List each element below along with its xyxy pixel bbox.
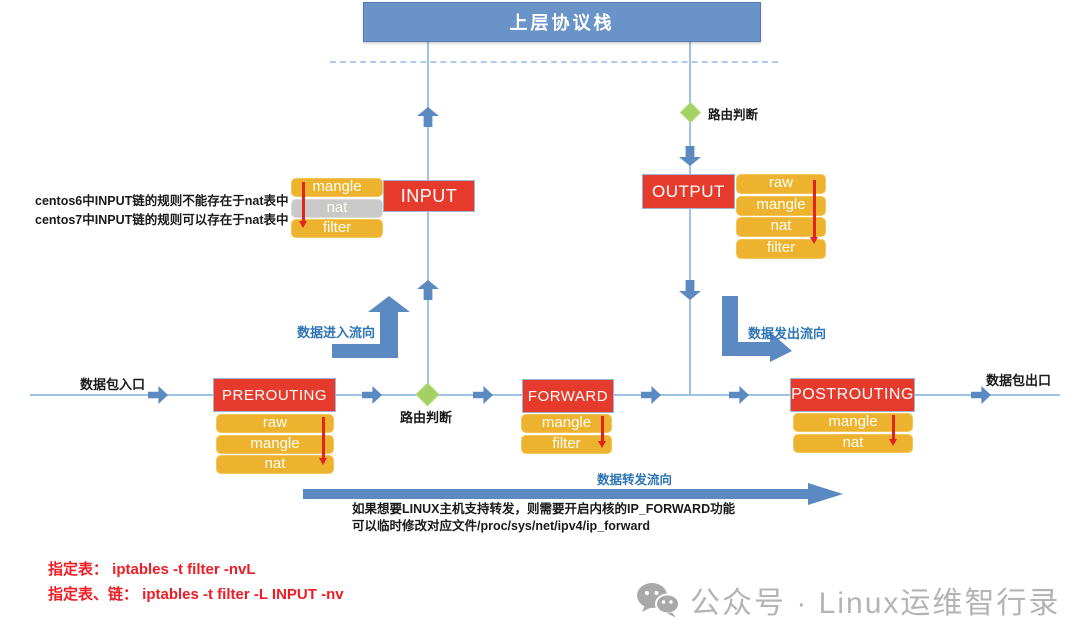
flow-out-elbow-arrow-icon bbox=[722, 296, 792, 362]
kernel-boundary-dashed-line bbox=[330, 61, 778, 63]
flow-forward-label: 数据转发流向 bbox=[597, 473, 673, 487]
input-chain-label: INPUT bbox=[400, 185, 458, 206]
input-table-order-arrow-icon bbox=[299, 182, 306, 228]
route-decision-diamond-top bbox=[679, 101, 702, 124]
forward-tables-stack: mangle filter bbox=[521, 414, 612, 454]
table-row: filter bbox=[291, 219, 383, 238]
arrow-right-icon bbox=[729, 386, 749, 404]
prerouting-chain-box: PREROUTING bbox=[213, 378, 336, 412]
wechat-icon bbox=[637, 583, 680, 618]
postrouting-chain-label: POSTROUTING bbox=[791, 386, 914, 403]
ip-forward-note-line2: 可以临时修改对应文件/proc/sys/net/ipv4/ip_forward bbox=[352, 519, 650, 533]
forward-chain-box: FORWARD bbox=[522, 379, 614, 413]
arrow-up-to-stack-icon bbox=[417, 107, 439, 127]
upper-protocol-stack-box: 上层协议栈 bbox=[363, 2, 761, 42]
table-row: filter bbox=[736, 238, 826, 259]
input-chain-box: INPUT bbox=[383, 180, 475, 212]
watermark-text: 公众号 · Linux运维智行录 bbox=[690, 587, 1061, 620]
table-row: mangle bbox=[291, 178, 383, 197]
input-path-line bbox=[427, 42, 429, 395]
arrow-down-to-output-icon bbox=[679, 146, 701, 166]
table-row: nat bbox=[291, 198, 383, 218]
flow-forward-arrow-icon bbox=[303, 483, 843, 505]
packet-out-label: 数据包出口 bbox=[986, 373, 1052, 388]
output-tables-stack: raw mangle nat filter bbox=[736, 174, 826, 259]
table-row: filter bbox=[521, 434, 612, 454]
arrow-right-icon bbox=[473, 386, 493, 404]
output-table-order-arrow-icon bbox=[810, 180, 817, 244]
arrow-up-to-input-icon bbox=[417, 280, 439, 300]
forward-chain-label: FORWARD bbox=[527, 387, 609, 405]
input-tables-stack: mangle nat filter bbox=[291, 178, 383, 238]
route-decision-bottom-label: 路由判断 bbox=[400, 410, 453, 425]
command-list-table: 指定表： iptables -t filter -nvL bbox=[48, 561, 256, 578]
flow-in-label: 数据进入流向 bbox=[297, 325, 376, 340]
postrouting-table-order-arrow-icon bbox=[889, 415, 896, 446]
arrow-right-icon bbox=[148, 386, 168, 404]
arrow-right-icon bbox=[362, 386, 382, 404]
command-list-table-chain: 指定表、链： iptables -t filter -L INPUT -nv bbox=[48, 586, 344, 603]
centos-note-line1: centos6中INPUT链的规则不能存在于nat表中 bbox=[35, 194, 289, 208]
table-row: nat bbox=[793, 433, 913, 453]
centos-note-line2: centos7中INPUT链的规则可以存在于nat表中 bbox=[35, 213, 289, 227]
table-row: nat bbox=[736, 217, 826, 237]
route-decision-diamond-bottom bbox=[415, 382, 440, 407]
flow-in-elbow-arrow-icon bbox=[332, 296, 410, 358]
arrow-right-icon bbox=[641, 386, 661, 404]
packet-in-label: 数据包入口 bbox=[80, 377, 146, 392]
watermark: 公众号 · Linux运维智行录 bbox=[636, 578, 1060, 622]
arrow-down-from-output-icon bbox=[679, 280, 701, 300]
forward-table-order-arrow-icon bbox=[598, 416, 605, 448]
table-row: nat bbox=[216, 455, 334, 474]
ip-forward-note-line1: 如果想要LINUX主机支持转发，则需要开启内核的IP_FORWARD功能 bbox=[352, 502, 736, 516]
upper-protocol-stack-label: 上层协议栈 bbox=[509, 13, 615, 33]
table-row: raw bbox=[736, 174, 826, 194]
table-row: mangle bbox=[736, 195, 826, 216]
output-path-line bbox=[689, 42, 691, 395]
prerouting-chain-label: PREROUTING bbox=[221, 386, 327, 404]
output-chain-label: OUTPUT bbox=[652, 181, 725, 201]
output-chain-box: OUTPUT bbox=[642, 174, 735, 209]
flow-out-label: 数据发出流向 bbox=[748, 326, 827, 341]
prerouting-table-order-arrow-icon bbox=[319, 417, 326, 465]
table-row: raw bbox=[216, 414, 334, 433]
route-decision-top-label: 路由判断 bbox=[708, 108, 759, 122]
prerouting-tables-stack: raw mangle nat bbox=[216, 414, 334, 474]
postrouting-tables-stack: mangle nat bbox=[793, 413, 913, 453]
table-row: mangle bbox=[521, 414, 612, 433]
table-row: mangle bbox=[216, 434, 334, 454]
postrouting-chain-box: POSTROUTING bbox=[790, 378, 915, 412]
table-row: mangle bbox=[793, 413, 913, 432]
